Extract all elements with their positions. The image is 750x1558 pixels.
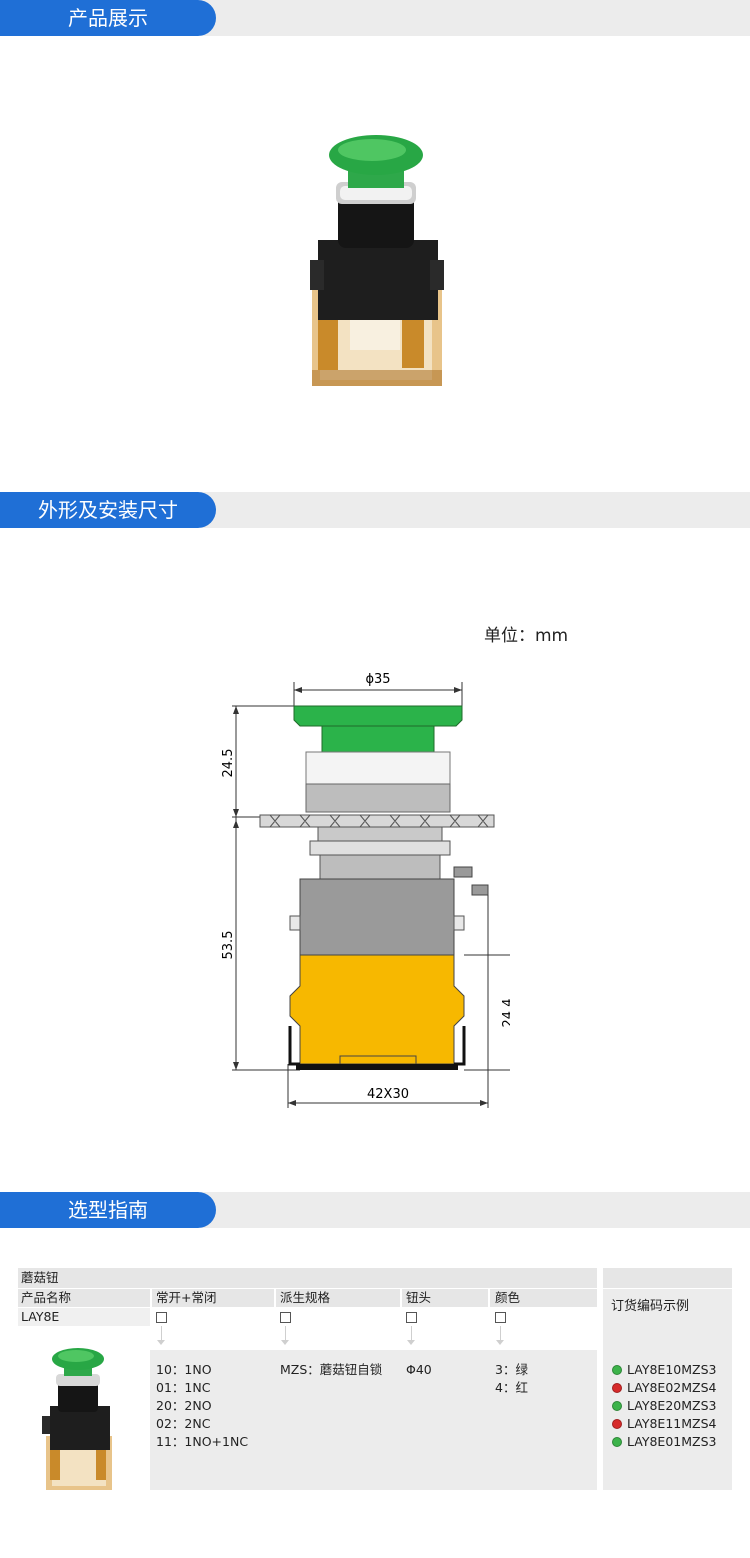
dim-right-label: 24.4 [501, 999, 510, 1028]
arrow-line [161, 1326, 162, 1342]
unit-label: 单位：mm [484, 626, 569, 646]
header-cell [276, 1289, 400, 1307]
order-header-strip [603, 1268, 732, 1288]
arrow-head [157, 1340, 165, 1345]
table-category-row [18, 1268, 597, 1288]
green-dot-icon [612, 1437, 622, 1447]
section-title-display: 产品展示 [68, 6, 148, 30]
header-color: 颜色 [495, 1290, 521, 1305]
contacts-option: 01：1NC [156, 1380, 211, 1395]
header-cell [402, 1289, 488, 1307]
section-header-dimensions: 外形及安装尺寸 [0, 492, 750, 528]
model-name: LAY8E [21, 1309, 60, 1324]
color-options: 3：绿 4：红 [495, 1361, 528, 1397]
order-code: LAY8E02MZS4 [627, 1380, 717, 1395]
header-cell [152, 1289, 274, 1307]
color-option: 3：绿 [495, 1362, 528, 1377]
order-example: LAY8E11MZS4 [612, 1415, 716, 1433]
dim-bottom-label: 42X30 [367, 1087, 409, 1102]
section-track [200, 0, 750, 36]
header-product-name: 产品名称 [21, 1290, 72, 1305]
order-box [603, 1289, 732, 1490]
header-derivative: 派生规格 [280, 1290, 331, 1305]
section-track [200, 492, 750, 528]
order-code: LAY8E01MZS3 [627, 1434, 717, 1449]
section-title-dimensions: 外形及安装尺寸 [38, 498, 178, 522]
order-code: LAY8E20MZS3 [627, 1398, 717, 1413]
color-placeholder [495, 1308, 506, 1326]
green-dot-icon [612, 1401, 622, 1411]
options-box [150, 1350, 597, 1490]
header-cell [490, 1289, 597, 1307]
order-code: LAY8E11MZS4 [627, 1416, 717, 1431]
red-dot-icon [612, 1419, 622, 1429]
header-contacts: 常开+常闭 [156, 1290, 217, 1305]
contacts-options: 10：1NO 01：1NC 20：2NO 02：2NC 11：1NO+1NC [156, 1361, 248, 1451]
product-thumbnail [42, 1348, 112, 1490]
dimension-drawing: ϕ35 24.5 53.5 24.4 42X30 [221, 672, 510, 1108]
section-track [200, 1192, 750, 1228]
order-example: LAY8E10MZS3 [612, 1361, 716, 1379]
product-photo [310, 135, 444, 386]
contacts-option: 10：1NO [156, 1362, 212, 1377]
contacts-option: 20：2NO [156, 1398, 212, 1413]
arrow-line [411, 1326, 412, 1342]
dim-left-upper-label: 24.5 [221, 749, 236, 778]
section-pill: 外形及安装尺寸 [0, 492, 216, 528]
arrow-head [496, 1340, 504, 1345]
color-option: 4：红 [495, 1380, 528, 1395]
order-example: LAY8E01MZS3 [612, 1433, 716, 1451]
green-dot-icon [612, 1365, 622, 1375]
order-example: LAY8E02MZS4 [612, 1379, 716, 1397]
head-placeholder [406, 1308, 417, 1326]
section-title-selection: 选型指南 [68, 1198, 148, 1222]
head-option: Φ40 [406, 1362, 432, 1377]
table-category: 蘑菇钮 [21, 1270, 59, 1285]
header-cell [18, 1289, 150, 1307]
order-examples: LAY8E10MZS3 LAY8E02MZS4 LAY8E20MZS3 LAY8… [612, 1361, 716, 1451]
header-button-head: 钮头 [406, 1290, 432, 1305]
order-title: 订货编码示例 [611, 1299, 690, 1314]
section-header-display: 产品展示 [0, 0, 750, 36]
order-code: LAY8E10MZS3 [627, 1362, 717, 1377]
arrow-head [281, 1340, 289, 1345]
order-example: LAY8E20MZS3 [612, 1397, 716, 1415]
derivative-option: MZS：蘑菇钮自锁 [280, 1362, 383, 1377]
red-dot-icon [612, 1383, 622, 1393]
dim-top-label: ϕ35 [365, 672, 390, 687]
contacts-placeholder [156, 1308, 167, 1326]
model-cell [18, 1308, 150, 1326]
arrow-line [500, 1326, 501, 1342]
section-pill: 产品展示 [0, 0, 216, 36]
section-pill: 选型指南 [0, 1192, 216, 1228]
arrow-line [285, 1326, 286, 1342]
contacts-option: 11：1NO+1NC [156, 1434, 249, 1449]
dim-left-lower-label: 53.5 [221, 931, 236, 960]
section-header-selection: 选型指南 [0, 1192, 750, 1228]
contacts-option: 02：2NC [156, 1416, 211, 1431]
derivative-placeholder [280, 1308, 291, 1326]
arrow-head [407, 1340, 415, 1345]
